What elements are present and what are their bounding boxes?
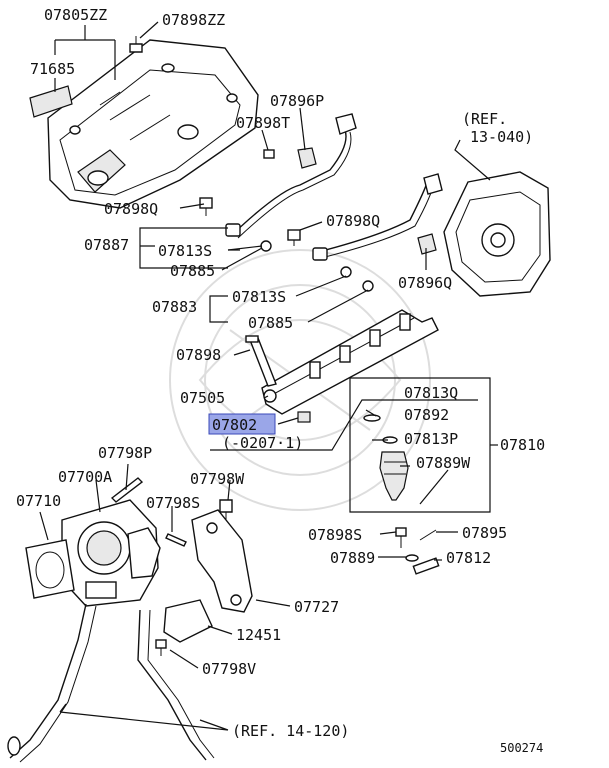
injector-kit-box [349, 377, 491, 513]
label-07892[interactable]: 07892 [404, 406, 449, 424]
washer-mid-part [340, 266, 352, 278]
label-07889[interactable]: 07889 [330, 549, 375, 567]
label-07896p[interactable]: 07896P [270, 92, 324, 110]
label-07812[interactable]: 07812 [446, 549, 491, 567]
label-ref-13-040-line2[interactable]: 13-040) [470, 128, 533, 146]
label-07710[interactable]: 07710 [16, 492, 61, 510]
throttle-body-part [61, 499, 161, 607]
label-07802[interactable]: 07802 [212, 416, 257, 434]
vacuum-pipe-part [225, 113, 443, 261]
bolt-07798s-part [165, 533, 187, 547]
insulator-07802-part [297, 411, 311, 423]
label-07813s-lower[interactable]: 07813S [232, 288, 286, 306]
bolt-07798p-part [110, 477, 144, 503]
label-07798w[interactable]: 07798W [190, 470, 245, 488]
label-07813q[interactable]: 07813Q [404, 384, 458, 402]
label-07798s[interactable]: 07798S [146, 494, 200, 512]
label-07898zz[interactable]: 07898ZZ [162, 11, 225, 29]
label-07798v[interactable]: 07798V [202, 660, 256, 678]
label-07883[interactable]: 07883 [152, 298, 197, 316]
label-12451[interactable]: 12451 [236, 626, 281, 644]
label-07896q[interactable]: 07896Q [398, 274, 452, 292]
clip-07895-part [419, 529, 437, 541]
oring-07889-part [405, 554, 419, 562]
bracket-07727-part [191, 509, 253, 613]
gasket-07710-part [25, 539, 75, 599]
label-07887[interactable]: 07887 [84, 236, 129, 254]
label-07805zz[interactable]: 07805ZZ [44, 6, 107, 24]
label-07802-range[interactable]: (-0207·1) [222, 434, 303, 452]
bolt-07898q-left-part [199, 197, 213, 216]
clip-07896q-part [417, 233, 437, 255]
leader-lines [39, 21, 498, 731]
engine-block-reference-part [443, 171, 551, 297]
manifold-cover-part [47, 39, 259, 209]
label-ref-14-120[interactable]: (REF. 14-120) [232, 722, 349, 740]
label-07885-lower[interactable]: 07885 [248, 314, 293, 332]
bolt-07798v-part [155, 639, 167, 656]
label-ref-13-040-line1[interactable]: (REF. [462, 110, 507, 128]
pipe-07812-part [412, 557, 440, 575]
label-07885-upper[interactable]: 07885 [170, 262, 215, 280]
clip-07896p-part [297, 147, 317, 169]
bracket-12451-part [163, 599, 213, 643]
label-07810[interactable]: 07810 [500, 436, 545, 454]
label-07895[interactable]: 07895 [462, 524, 507, 542]
label-07889w[interactable]: 07889W [416, 454, 471, 472]
label-07505[interactable]: 07505 [180, 389, 225, 407]
label-07727[interactable]: 07727 [294, 598, 339, 616]
label-07700a[interactable]: 07700A [58, 468, 112, 486]
label-07813p[interactable]: 07813P [404, 430, 458, 448]
label-07898q-left[interactable]: 07898Q [104, 200, 158, 218]
label-07798p[interactable]: 07798P [98, 444, 152, 462]
bolt-07898q-right-part [287, 229, 301, 246]
washer-left-part [260, 240, 272, 252]
bolt-07898-part [245, 335, 277, 387]
fuel-rail-part [261, 309, 439, 415]
label-07898s[interactable]: 07898S [308, 526, 362, 544]
part-labels: 07805ZZ 07898ZZ 71685 07896P 07898T (REF… [16, 6, 545, 755]
screw-07898zz-part [129, 36, 143, 53]
label-07898t[interactable]: 07898T [236, 114, 290, 132]
label-71685[interactable]: 71685 [30, 60, 75, 78]
hose-reference-part [7, 603, 215, 763]
washer-right-part [362, 280, 374, 292]
bolt-07898t-part [263, 149, 275, 159]
label-07898[interactable]: 07898 [176, 346, 221, 364]
screw-07898s-part [395, 527, 407, 548]
label-07898q-right[interactable]: 07898Q [326, 212, 380, 230]
label-07813s-upper[interactable]: 07813S [158, 242, 212, 260]
diagram-number: 500274 [500, 741, 543, 755]
selected-part-highlight [208, 413, 276, 435]
